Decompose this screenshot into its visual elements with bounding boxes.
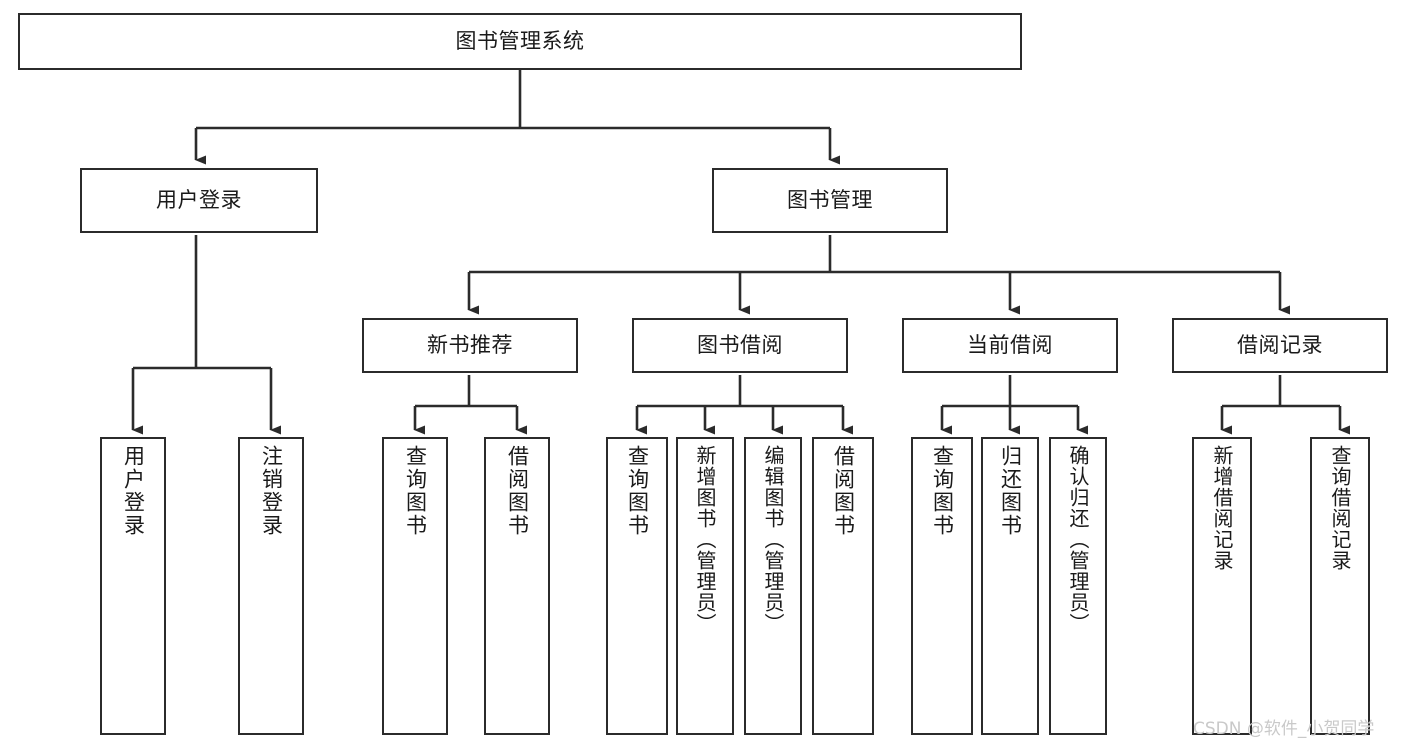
node-borrow-records[interactable]: 借阅记录 [1172, 318, 1388, 373]
leaf-query-books-current[interactable]: 查询图书 [911, 437, 973, 735]
node-label: 查询图书 [625, 445, 650, 537]
leaf-return-books[interactable]: 归还图书 [981, 437, 1039, 735]
leaf-query-borrow-record[interactable]: 查询借阅记录 [1310, 437, 1370, 735]
node-label: 借阅图书 [831, 445, 856, 537]
node-label: 查询借阅记录 [1328, 445, 1352, 571]
node-label: 确认归还（管理员） [1066, 445, 1090, 634]
node-label: 借阅图书 [505, 445, 530, 537]
node-label: 新增借阅记录 [1210, 445, 1234, 571]
leaf-edit-book-admin[interactable]: 编辑图书（管理员） [744, 437, 802, 735]
node-label: 图书借阅 [697, 332, 783, 357]
node-book-management[interactable]: 图书管理 [712, 168, 948, 233]
node-label: 新增图书（管理员） [693, 445, 717, 634]
node-label: 归还图书 [998, 445, 1023, 537]
node-label: 图书管理系统 [455, 28, 585, 53]
node-label: 编辑图书（管理员） [761, 445, 785, 634]
leaf-borrow-books-newbook[interactable]: 借阅图书 [484, 437, 550, 735]
node-label: 用户登录 [156, 187, 242, 212]
node-label: 用户登录 [121, 445, 146, 537]
node-current-borrowing[interactable]: 当前借阅 [902, 318, 1118, 373]
node-label: 借阅记录 [1237, 332, 1323, 357]
node-label: 注销登录 [259, 445, 284, 537]
leaf-query-books-borrow[interactable]: 查询图书 [606, 437, 668, 735]
node-book-borrowing[interactable]: 图书借阅 [632, 318, 848, 373]
leaf-add-book-admin[interactable]: 新增图书（管理员） [676, 437, 734, 735]
leaf-logout[interactable]: 注销登录 [238, 437, 304, 735]
node-label: 新书推荐 [427, 332, 513, 357]
leaf-query-books-newbook[interactable]: 查询图书 [382, 437, 448, 735]
node-label: 图书管理 [787, 187, 873, 212]
node-label: 查询图书 [930, 445, 955, 537]
leaf-confirm-return-admin[interactable]: 确认归还（管理员） [1049, 437, 1107, 735]
node-label: 当前借阅 [967, 332, 1053, 357]
node-user-login[interactable]: 用户登录 [80, 168, 318, 233]
leaf-borrow-books-borrow[interactable]: 借阅图书 [812, 437, 874, 735]
node-root-book-management-system[interactable]: 图书管理系统 [18, 13, 1022, 70]
node-label: 查询图书 [403, 445, 428, 537]
leaf-user-login[interactable]: 用户登录 [100, 437, 166, 735]
node-new-book-recommendation[interactable]: 新书推荐 [362, 318, 578, 373]
leaf-add-borrow-record[interactable]: 新增借阅记录 [1192, 437, 1252, 735]
